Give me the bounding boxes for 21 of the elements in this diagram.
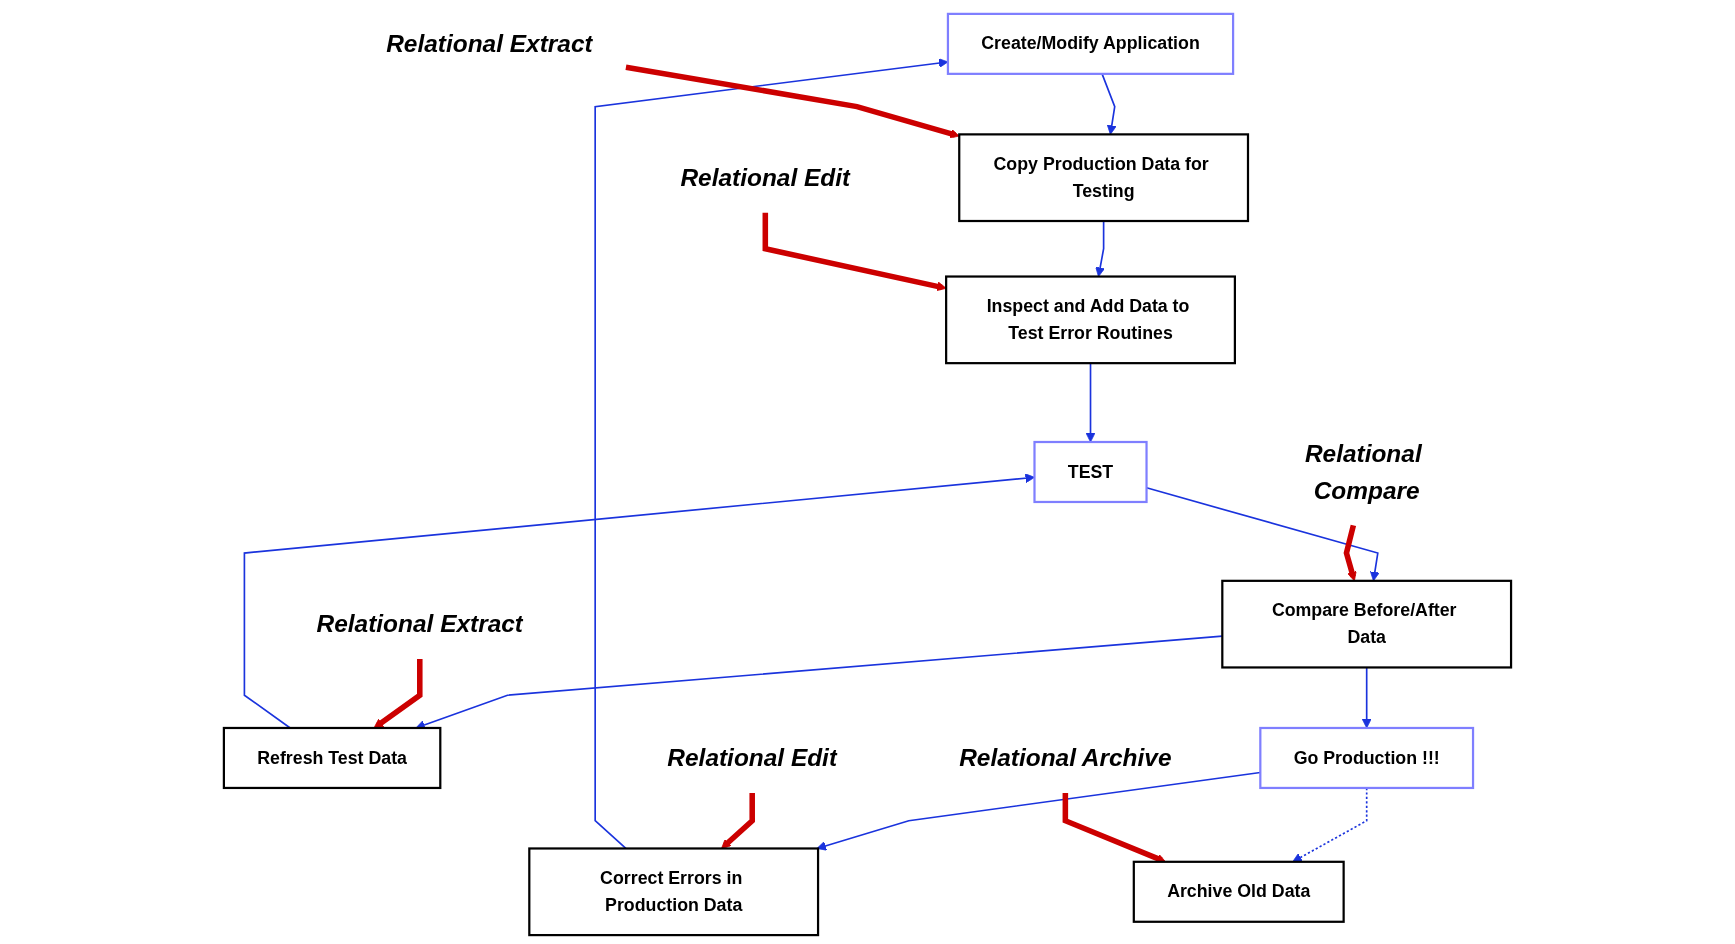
node-box: Archive Old Data xyxy=(1132,860,1345,923)
arrow xyxy=(762,212,947,292)
node-box: Inspect and Add Data to Test Error Routines xyxy=(945,275,1236,365)
node-text: Relational Compare xyxy=(1304,439,1422,505)
node-box: Correct Errors in Production Data xyxy=(528,847,820,937)
arrow xyxy=(721,792,755,849)
node-text: Relational Edit xyxy=(680,163,851,192)
arrow xyxy=(373,659,423,729)
node-text: Relational Extract xyxy=(316,610,523,639)
node-box: Go Production !!! xyxy=(1259,726,1475,790)
node-box: TEST xyxy=(1033,440,1148,504)
node-text: Relational Edit xyxy=(667,744,838,772)
node-text: Relational Archive xyxy=(959,744,1172,772)
arrow xyxy=(625,64,960,139)
node-box: Compare Before/After Data xyxy=(1221,579,1513,669)
arrow xyxy=(243,473,1035,729)
node-box: Refresh Test Data xyxy=(222,726,442,790)
node-box: Create/Modify Application xyxy=(946,12,1235,75)
node-text: Relational Extract xyxy=(386,29,593,58)
node-box: Copy Production Data for Testing xyxy=(958,133,1250,223)
arrow xyxy=(1101,73,1117,135)
